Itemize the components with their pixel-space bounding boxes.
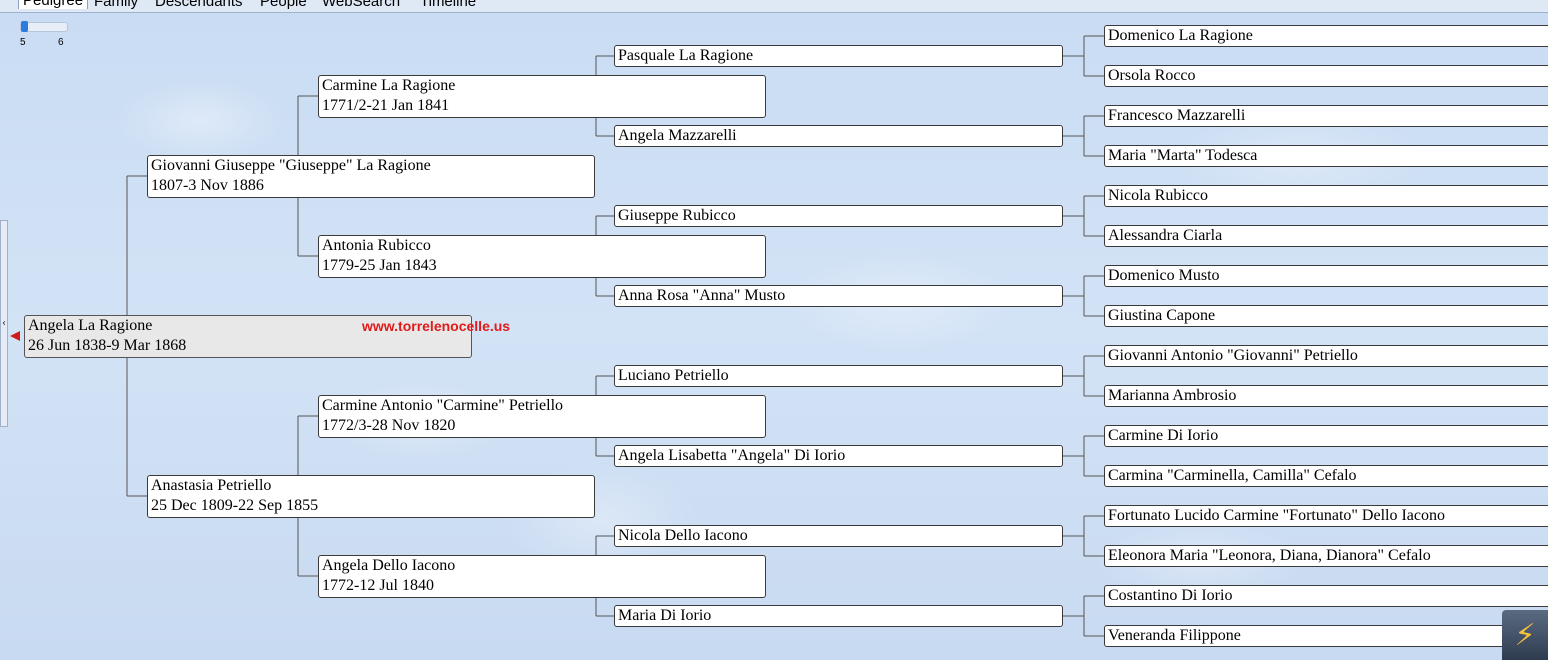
- person-name: Carmine Antonio "Carmine" Petriello: [322, 397, 564, 414]
- person-name: Anastasia Petriello: [151, 477, 272, 494]
- person-box-gen5[interactable]: Orsola Rocco: [1104, 65, 1548, 87]
- person-name: Carmine La Ragione: [322, 77, 456, 94]
- person-box-gen5[interactable]: Giovanni Antonio "Giovanni" Petriello: [1104, 345, 1548, 367]
- person-box-gen5[interactable]: Domenico Musto: [1104, 265, 1548, 287]
- watermark-text: www.torrelenocelle.us: [362, 318, 511, 334]
- tab-pedigree[interactable]: Pedigree: [18, 0, 89, 9]
- person-box-gen5[interactable]: Nicola Rubicco: [1104, 185, 1548, 207]
- person-box-gen5[interactable]: Giustina Capone: [1104, 305, 1548, 327]
- person-dates: 25 Dec 1809-22 Sep 1855: [151, 497, 319, 514]
- person-box-gen5[interactable]: Francesco Mazzarelli: [1104, 105, 1548, 127]
- lightning-icon[interactable]: ⚡: [1502, 610, 1548, 660]
- person-name: Angela La Ragione: [28, 317, 153, 334]
- person-box-gen5[interactable]: Maria "Marta" Todesca: [1104, 145, 1548, 167]
- person-box-gen5[interactable]: Marianna Ambrosio: [1104, 385, 1548, 407]
- person-box-gen4[interactable]: Angela Lisabetta "Angela" Di Iorio: [614, 445, 1063, 467]
- tab-people[interactable]: People: [260, 0, 307, 10]
- slider-thumb[interactable]: [21, 21, 28, 32]
- chevron-left-icon[interactable]: ‹: [2, 318, 6, 329]
- person-name: Antonia Rubicco: [322, 237, 431, 254]
- tab-descendants[interactable]: Descendants: [155, 0, 243, 10]
- person-box-gen5[interactable]: Costantino Di Iorio: [1104, 585, 1548, 607]
- person-box-gen5[interactable]: Carmine Di Iorio: [1104, 425, 1548, 447]
- person-name: Giovanni Giuseppe "Giuseppe" La Ragione: [151, 157, 431, 174]
- person-box-gen4[interactable]: Nicola Dello Iacono: [614, 525, 1063, 547]
- person-box-gen4[interactable]: Angela Mazzarelli: [614, 125, 1063, 147]
- person-box-gen3[interactable]: Angela Dello Iacono 1772-12 Jul 1840: [318, 555, 766, 598]
- root-person-box[interactable]: Angela La Ragione 26 Jun 1838-9 Mar 1868: [24, 315, 472, 358]
- person-box-gen5[interactable]: Veneranda Filippone: [1104, 625, 1548, 647]
- tab-websearch[interactable]: WebSearch: [322, 0, 401, 10]
- person-box-gen5[interactable]: Fortunato Lucido Carmine "Fortunato" Del…: [1104, 505, 1548, 527]
- person-box-gen5[interactable]: Alessandra Ciarla: [1104, 225, 1548, 247]
- person-name: Angela Dello Iacono: [322, 557, 456, 574]
- view-tab-bar: Pedigree Family Descendants People WebSearch…: [0, 0, 1548, 13]
- person-box-gen4[interactable]: Maria Di Iorio: [614, 605, 1063, 627]
- person-box-gen4[interactable]: Luciano Petriello: [614, 365, 1063, 387]
- person-dates: 1772-12 Jul 1840: [322, 577, 434, 594]
- person-box-gen4[interactable]: Pasquale La Ragione: [614, 45, 1063, 67]
- person-dates: 1779-25 Jan 1843: [322, 257, 437, 274]
- tab-family[interactable]: Family: [94, 0, 139, 10]
- generations-slider[interactable]: [20, 21, 68, 32]
- left-scrollbar[interactable]: [0, 220, 8, 427]
- person-dates: 26 Jun 1838-9 Mar 1868: [28, 337, 187, 354]
- person-box-gen3[interactable]: Carmine La Ragione 1771/2-21 Jan 1841: [318, 75, 766, 118]
- slider-max-label: 6: [58, 37, 64, 48]
- person-box-gen2[interactable]: Anastasia Petriello 25 Dec 1809-22 Sep 18…: [147, 475, 595, 518]
- person-box-gen3[interactable]: Carmine Antonio "Carmine" Petriello 1772/…: [318, 395, 766, 438]
- person-box-gen5[interactable]: Domenico La Ragione: [1104, 25, 1548, 47]
- red-arrow-icon[interactable]: [10, 331, 20, 341]
- person-box-gen5[interactable]: Eleonora Maria "Leonora, Diana, Dianora"…: [1104, 545, 1548, 567]
- person-box-gen2[interactable]: Giovanni Giuseppe "Giuseppe" La Ragione 1…: [147, 155, 595, 198]
- person-box-gen4[interactable]: Giuseppe Rubicco: [614, 205, 1063, 227]
- person-dates: 1771/2-21 Jan 1841: [322, 97, 450, 114]
- person-dates: 1772/3-28 Nov 1820: [322, 417, 456, 434]
- person-box-gen3[interactable]: Antonia Rubicco 1779-25 Jan 1843: [318, 235, 766, 278]
- person-dates: 1807-3 Nov 1886: [151, 177, 264, 194]
- slider-min-label: 5: [20, 37, 26, 48]
- person-box-gen5[interactable]: Carmina "Carminella, Camilla" Cefalo: [1104, 465, 1548, 487]
- person-box-gen4[interactable]: Anna Rosa "Anna" Musto: [614, 285, 1063, 307]
- tab-timeline[interactable]: Timeline: [420, 0, 477, 10]
